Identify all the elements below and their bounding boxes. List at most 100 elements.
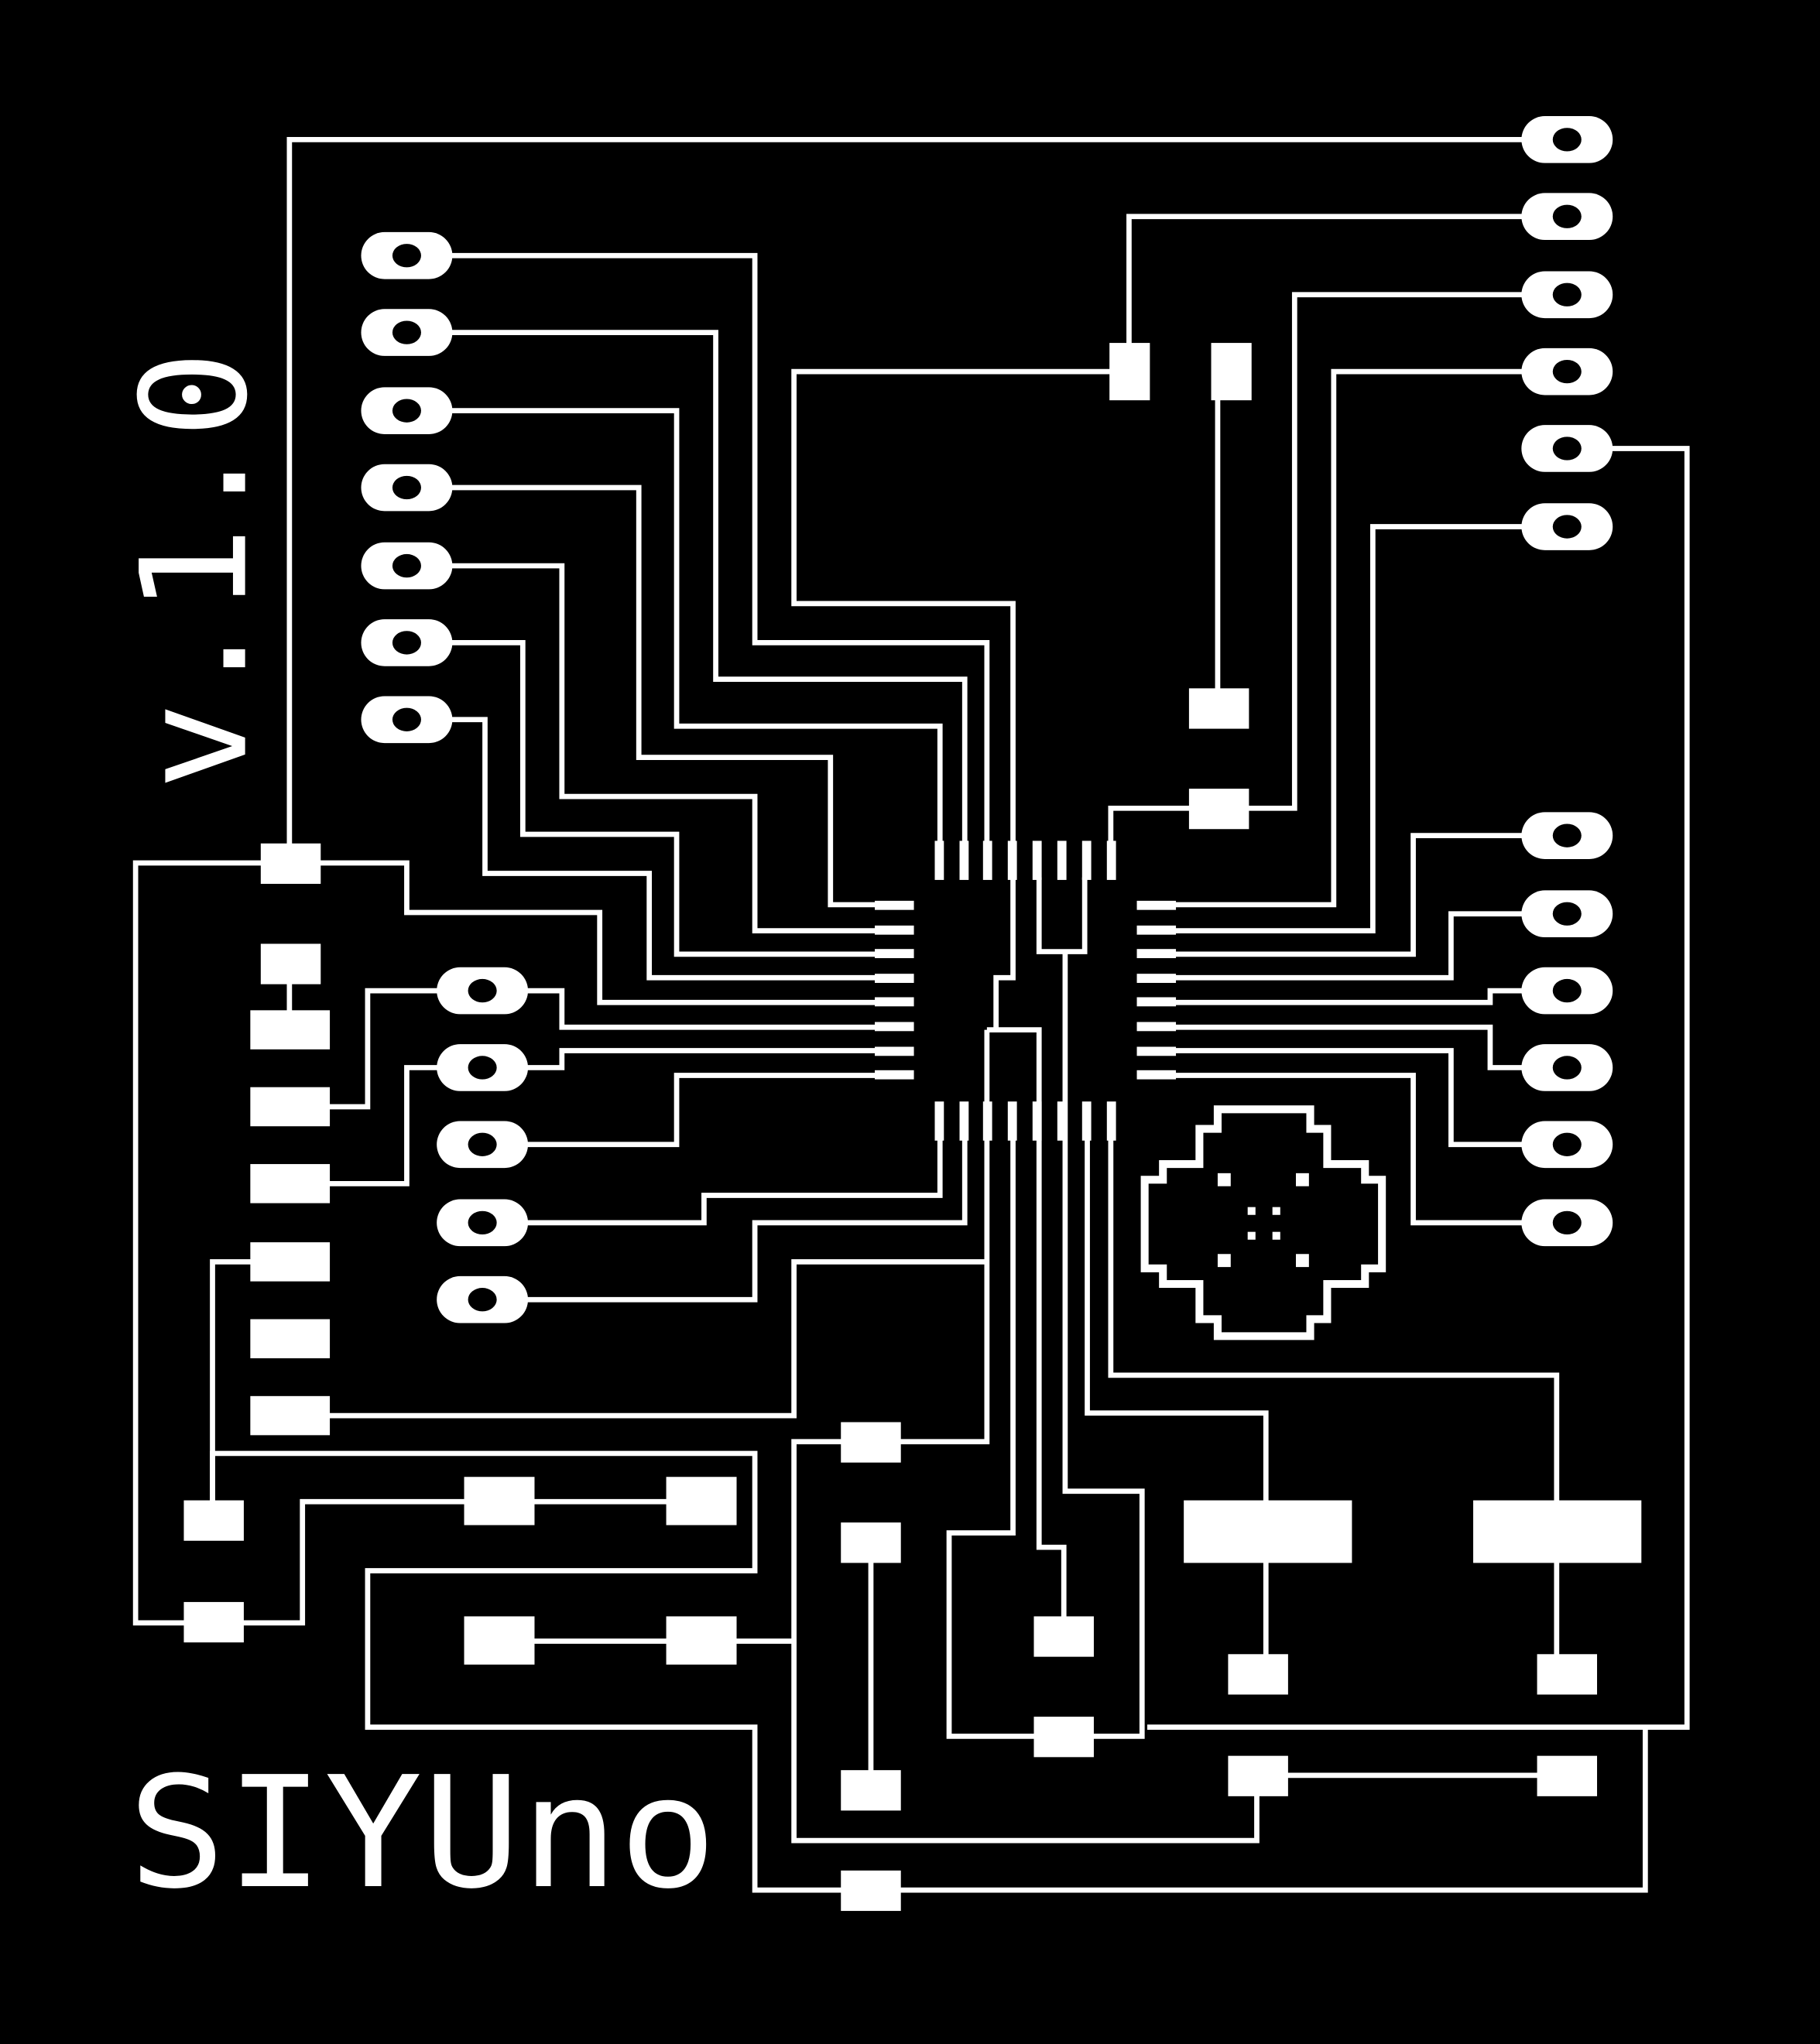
trace (482, 1073, 913, 1148)
trace (1147, 368, 1568, 908)
chip-pad (875, 1046, 914, 1056)
trace (406, 408, 943, 878)
smd-pad (464, 1477, 535, 1525)
chip-pad (982, 841, 992, 880)
drill-hole (468, 1132, 497, 1156)
chip-pad (1136, 1070, 1177, 1080)
chip-pad (934, 841, 944, 880)
chip-pad (875, 925, 914, 935)
trace (1147, 524, 1568, 933)
smd-pad (250, 1164, 331, 1203)
drill-hole (1552, 1132, 1582, 1156)
chip-pad (875, 1022, 914, 1032)
drill-hole (1552, 978, 1582, 1003)
chip-pad (1081, 1101, 1092, 1141)
drill-hole (468, 1056, 497, 1080)
drill-hole (392, 475, 421, 500)
smd-pad (260, 843, 321, 884)
smd-pad (250, 1242, 331, 1282)
chip-pad (1032, 1101, 1042, 1141)
trace (406, 484, 913, 908)
trace (289, 1259, 987, 1419)
trace (1217, 292, 1568, 811)
header-left (361, 231, 453, 744)
trace (791, 368, 1129, 878)
smd-pad (464, 1616, 535, 1665)
version-label: v.1.0 (111, 351, 280, 790)
trace (701, 1439, 871, 1644)
trace (132, 860, 290, 1626)
board-name-label: SIYUno (128, 1744, 717, 1922)
trace (286, 136, 1568, 864)
chip-pad (875, 900, 914, 910)
smd-pad (250, 1010, 331, 1049)
drill-hole (1552, 437, 1582, 460)
drill-hole (392, 553, 421, 578)
chip-pad (959, 841, 969, 880)
trace (870, 1727, 1648, 1893)
chip-pad (1106, 841, 1116, 880)
chip-pad (1007, 841, 1017, 880)
smd-pad (841, 1870, 901, 1912)
smd-pads (183, 343, 1642, 1912)
trace (406, 252, 990, 878)
smd-pad (1184, 1500, 1352, 1563)
drill-hole (1552, 1210, 1582, 1235)
chip-pad (1136, 949, 1177, 958)
chip-pad (959, 1101, 969, 1141)
smd-pad (250, 1319, 331, 1358)
drill-hole (468, 1288, 497, 1312)
smd-pad (666, 1477, 737, 1525)
cross-logo-icon (1140, 1105, 1386, 1340)
trace (1085, 1121, 1269, 1531)
trace (482, 1121, 968, 1303)
smd-pad (841, 1770, 901, 1811)
drill-hole (1552, 515, 1582, 539)
trace (1147, 1073, 1568, 1226)
chip-pad (1136, 1046, 1177, 1056)
chip-pad (1057, 1101, 1067, 1141)
chip-pad (1136, 997, 1177, 1007)
drill-hole (392, 707, 421, 731)
smd-pad (250, 1395, 331, 1436)
smd-pad (841, 1522, 901, 1563)
header-right-top (1521, 116, 1613, 550)
header-mid-left (437, 967, 529, 1323)
smd-pad (1033, 1616, 1094, 1657)
chip-pad (875, 974, 914, 983)
smd-pad (1188, 789, 1249, 830)
drill-hole (392, 244, 421, 268)
header-right-bottom (1521, 812, 1613, 1247)
smd-pad (183, 1500, 244, 1541)
chip-pad (1057, 841, 1067, 880)
trace (406, 330, 968, 878)
chip-pad (1136, 1022, 1177, 1032)
smd-pad (1033, 1717, 1094, 1758)
drill-hole (1552, 902, 1582, 926)
smd-pad (1211, 343, 1252, 401)
smd-pad (1473, 1500, 1642, 1563)
trace (870, 1029, 990, 1445)
trace (482, 1121, 943, 1226)
trace (1126, 214, 1568, 372)
drill-hole (1552, 359, 1582, 384)
trace (1147, 833, 1568, 957)
chip-pad (1007, 1101, 1017, 1141)
header-pads (361, 116, 1613, 1323)
chip-pad (1106, 1101, 1116, 1141)
drill-hole (392, 320, 421, 344)
drill-hole (1552, 282, 1582, 306)
trace (1062, 1121, 1145, 1739)
chip-pad (1136, 900, 1177, 910)
smd-pad (1228, 1654, 1288, 1695)
chip-pad (1136, 974, 1177, 983)
trace (986, 1027, 1042, 1121)
chip-pad (1032, 841, 1042, 880)
trace (210, 1450, 871, 1893)
chip-pad (875, 1070, 914, 1080)
drill-hole (1552, 204, 1582, 228)
trace (406, 563, 913, 933)
smd-pad (1109, 343, 1150, 401)
smd-pad (841, 1422, 901, 1463)
